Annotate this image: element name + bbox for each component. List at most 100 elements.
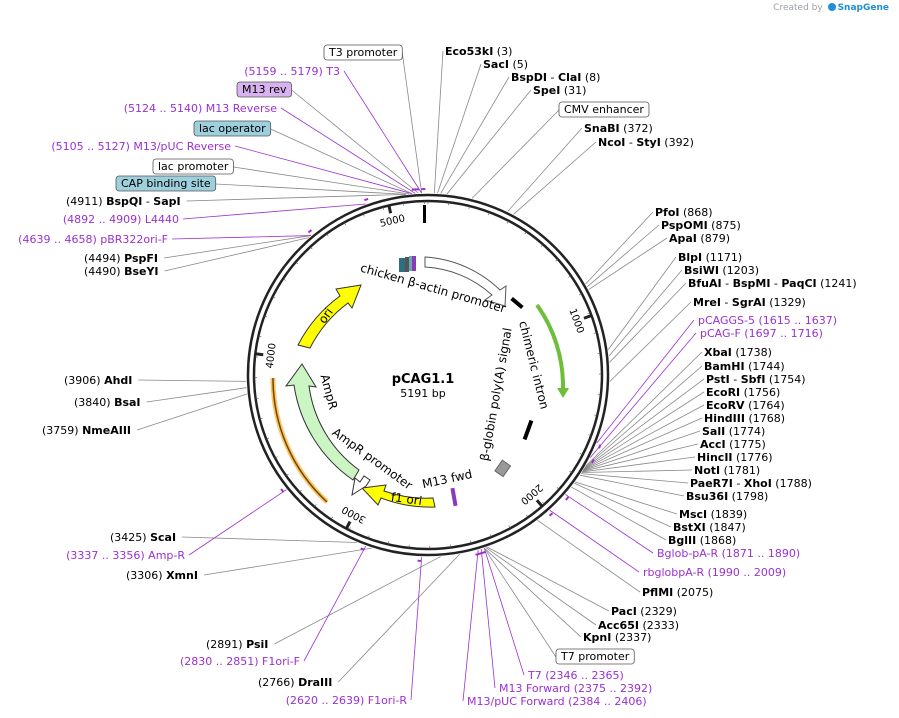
- enzyme-hincii[interactable]: HincII (1776): [697, 451, 773, 464]
- feature-mark-2: [522, 419, 534, 441]
- minor-tick: [526, 514, 529, 518]
- feature-box-t3[interactable]: T3 promoter: [323, 44, 403, 61]
- enzyme-acc65i[interactable]: Acc65I (2333): [598, 619, 679, 632]
- enzyme-bspdi[interactable]: BspDI - ClaI (8): [511, 71, 600, 84]
- primer-l4440[interactable]: (4892 .. 4909) L4440: [63, 213, 179, 226]
- enzyme-msci[interactable]: MscI (1839): [679, 508, 747, 521]
- primer-m13rev[interactable]: (5124 .. 5140) M13 Reverse: [124, 102, 277, 115]
- minor-tick: [272, 296, 276, 299]
- enzyme-pspomi[interactable]: PspOMI (875): [661, 219, 741, 232]
- enzyme-acci[interactable]: AccI (1775): [700, 438, 766, 451]
- bglobin-polya-box[interactable]: [494, 459, 512, 478]
- primer-pbr322[interactable]: (4639 .. 4658) pBR322ori-F: [18, 233, 168, 246]
- primer-rbglob[interactable]: rbglobpA-R (1990 .. 2009): [643, 566, 786, 579]
- chicken-actin-promoter-arrow[interactable]: [424, 256, 507, 307]
- enzyme-hindiii[interactable]: HindIII (1768): [704, 412, 785, 425]
- enzyme-kpni[interactable]: KpnI (2337): [583, 631, 651, 644]
- enzyme-noti[interactable]: NotI (1781): [694, 464, 760, 477]
- enzyme-leader: [136, 393, 248, 431]
- lac-promoter-box: [405, 257, 409, 272]
- enzyme-paci[interactable]: PacI (2329): [611, 605, 677, 618]
- primer-bar: [548, 512, 554, 517]
- primer-m13fwd[interactable]: M13 Forward (2375 .. 2392): [499, 682, 652, 695]
- enzyme-leader: [274, 556, 441, 645]
- minor-tick: [264, 315, 268, 318]
- enzyme-ecorv[interactable]: EcoRV (1764): [706, 399, 785, 412]
- enzyme-psti[interactable]: PstI - SbfI (1754): [706, 373, 806, 386]
- primer-leader: [343, 70, 422, 194]
- enzyme-xmni[interactable]: (3306) XmnI: [126, 569, 198, 582]
- m13-fwd-box: [450, 487, 458, 507]
- f1-ori-arrow[interactable]: [360, 484, 436, 508]
- minor-tick: [348, 527, 351, 531]
- minor-tick: [382, 206, 385, 210]
- enzyme-leader: [580, 473, 689, 484]
- primer-m13puc[interactable]: (5105 .. 5127) M13/pUC Reverse: [51, 140, 231, 153]
- primer-leader: [410, 556, 423, 701]
- minor-tick: [362, 213, 365, 217]
- enzyme-sali[interactable]: SalI (1774): [702, 425, 765, 438]
- enzyme-eco53ki[interactable]: Eco53kI (3): [445, 45, 512, 58]
- primer-bglob[interactable]: Bglob-pA-R (1871 .. 1890): [657, 547, 800, 560]
- enzyme-pfoi[interactable]: PfoI (868): [655, 206, 713, 219]
- feature-leader: [401, 52, 423, 194]
- minor-tick: [274, 456, 278, 459]
- enzyme-xbai[interactable]: XbaI (1738): [704, 346, 772, 359]
- enzyme-bfuai[interactable]: BfuAI - BspMI - PaqCI (1241): [688, 277, 857, 290]
- svg-text:lac promoter: lac promoter: [158, 160, 229, 173]
- feature-box-lacop[interactable]: lac operator: [193, 120, 272, 137]
- enzyme-saci[interactable]: SacI (5): [483, 58, 528, 71]
- primer-ampr[interactable]: (3337 .. 3356) Amp-R: [66, 549, 185, 562]
- primer-leader: [303, 545, 367, 662]
- feature-box-lacprom[interactable]: lac promoter: [152, 158, 234, 175]
- ampr-arrow[interactable]: [284, 363, 360, 481]
- enzyme-leader: [574, 482, 672, 528]
- features: [270, 205, 569, 508]
- primer-pcaggs5[interactable]: pCAGGS-5 (1615 .. 1637): [698, 314, 837, 327]
- feature-leader: [270, 128, 413, 195]
- enzyme-leader: [537, 520, 641, 593]
- enzyme-nmeaiii[interactable]: (3759) NmeAIII: [42, 424, 131, 437]
- enzyme-psii[interactable]: (2891) PsiI: [206, 638, 268, 651]
- enzyme-snabi[interactable]: SnaBI (372): [584, 122, 653, 135]
- primer-pcagf[interactable]: pCAG-F (1697 .. 1716): [700, 327, 823, 340]
- enzyme-paer7i[interactable]: PaeR7I - XhoI (1788): [690, 477, 812, 490]
- minor-tick: [555, 259, 559, 262]
- enzyme-draiii[interactable]: (2766) DraIII: [258, 676, 332, 689]
- enzyme-bsu36i[interactable]: Bsu36I (1798): [686, 490, 768, 503]
- enzyme-bspqi[interactable]: (4911) BspQI - SapI: [66, 195, 181, 208]
- enzyme-blpi[interactable]: BlpI (1171): [678, 251, 742, 264]
- enzyme-bsiwi[interactable]: BsiWI (1203): [684, 264, 759, 277]
- feature-box-cmv[interactable]: CMV enhancer: [558, 101, 650, 118]
- feature-box-cap[interactable]: CAP binding site: [115, 175, 217, 192]
- chimeric-intron-arrow[interactable]: [535, 303, 566, 389]
- ampr-promoter-arrow[interactable]: [351, 475, 371, 497]
- snapgene-logo-icon: [827, 3, 836, 11]
- enzyme-pfimi[interactable]: PflMI (2075): [642, 586, 713, 599]
- enzyme-bsai[interactable]: (3840) BsaI: [74, 396, 141, 409]
- enzyme-leader: [138, 379, 247, 382]
- enzyme-ecori[interactable]: EcoRI (1756): [706, 386, 780, 399]
- primer-t3[interactable]: (5159 .. 5179) T3: [244, 65, 340, 78]
- primer-f1orir[interactable]: (2620 .. 2639) F1ori-R: [286, 694, 408, 707]
- enzyme-ncoi[interactable]: NcoI - StyI (392): [598, 136, 694, 149]
- enzyme-leader: [513, 141, 597, 215]
- enzyme-mrei[interactable]: MreI - SgrAI (1329): [693, 296, 806, 309]
- leader-lines: [136, 50, 705, 702]
- enzyme-bglii[interactable]: BglII (1868): [668, 534, 736, 547]
- primer-m13pucfwd[interactable]: M13/pUC Forward (2384 .. 2406): [467, 695, 647, 708]
- enzyme-bseyi[interactable]: (4490) BseYI: [84, 265, 159, 278]
- enzyme-apai[interactable]: ApaI (879): [669, 232, 730, 245]
- minor-tick: [330, 516, 333, 520]
- enzyme-bamhi[interactable]: BamHI (1744): [704, 360, 785, 373]
- enzyme-ahdi[interactable]: (3906) AhdI: [64, 374, 132, 387]
- enzyme-spei[interactable]: SpeI (31): [533, 84, 586, 97]
- enzyme-scai[interactable]: (3425) ScaI: [110, 531, 176, 544]
- enzyme-bstxi[interactable]: BstXI (1847): [673, 521, 746, 534]
- primer-f1orif[interactable]: (2830 .. 2851) F1ori-F: [180, 655, 300, 668]
- primer-t7[interactable]: T7 (2346 .. 2365): [527, 669, 624, 682]
- enzyme-pspfi[interactable]: (4494) PspFI: [84, 252, 158, 265]
- feature-box-m13rev[interactable]: M13 rev: [236, 81, 292, 98]
- ori-arrow[interactable]: [297, 284, 362, 349]
- feature-box-t7[interactable]: T7 promoter: [555, 648, 635, 665]
